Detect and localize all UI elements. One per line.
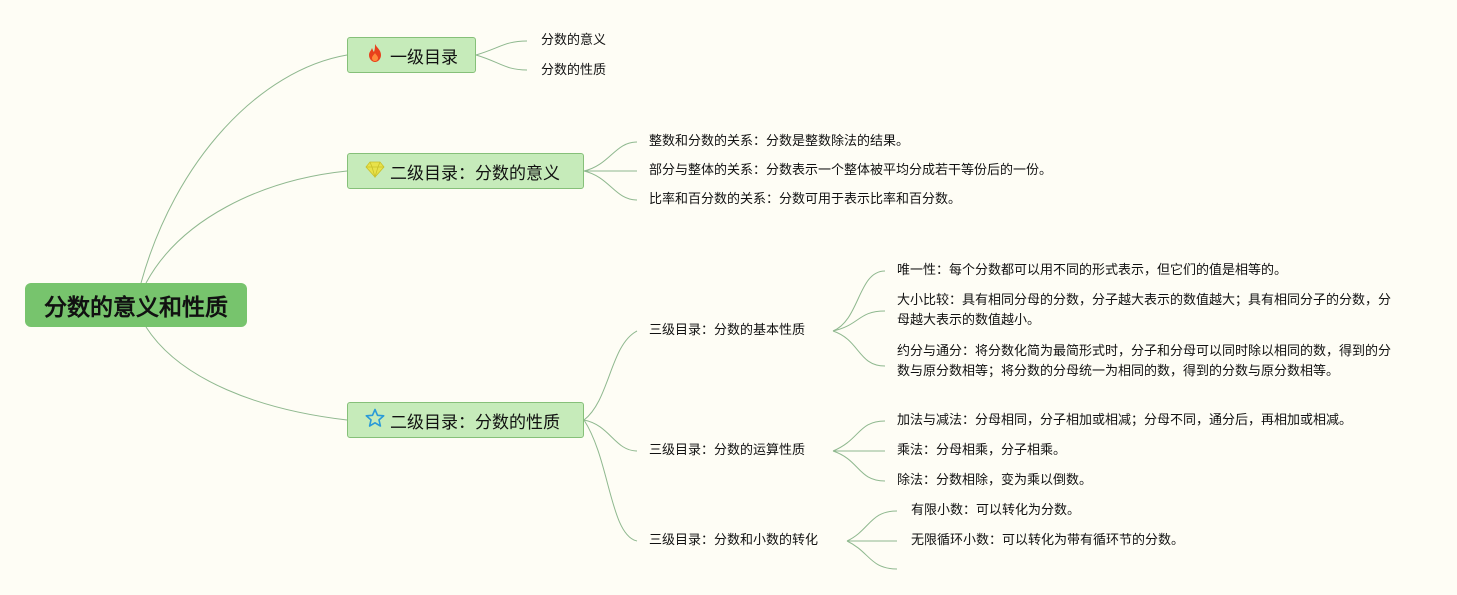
link-b1-leaf2 [475, 54, 528, 71]
fire-icon [364, 43, 386, 68]
leaf-integer-fraction[interactable]: 整数和分数的关系：分数是整数除法的结果。 [649, 134, 910, 149]
link-b1-leaf1 [475, 40, 528, 56]
branch-topic-level1[interactable]: 一级目录 [347, 37, 476, 73]
link-s1-leaf1 [832, 270, 886, 332]
branch-topic-level1-label: 一级目录 [390, 47, 458, 68]
star-icon [364, 408, 386, 433]
link-s3-leaf3 [846, 540, 898, 570]
leaf-meaning[interactable]: 分数的意义 [541, 33, 607, 48]
link-s1-leaf2 [832, 310, 886, 332]
link-s3-leaf1 [846, 510, 898, 542]
root-topic[interactable]: 分数的意义和性质 [25, 283, 247, 327]
leaf-addition-subtraction[interactable]: 加法与减法：分母相同，分子相加或相减；分母不同，通分后，再相加或相减。 [897, 413, 1353, 428]
link-b3-sub2 [583, 419, 638, 452]
link-root-branch1 [140, 54, 348, 284]
link-s2-leaf1 [832, 420, 886, 452]
link-b2-leaf3 [583, 170, 638, 201]
link-b3-sub3 [583, 419, 638, 542]
subtopic-operation-properties[interactable]: 三级目录：分数的运算性质 [649, 443, 806, 458]
leaf-repeating-decimal[interactable]: 无限循环小数：可以转化为带有循环节的分数。 [911, 533, 1185, 548]
leaf-ratio-percent[interactable]: 比率和百分数的关系：分数可用于表示比率和百分数。 [649, 192, 962, 207]
leaf-division[interactable]: 除法：分数相除，变为乘以倒数。 [897, 473, 1093, 488]
subtopic-basic-properties[interactable]: 三级目录：分数的基本性质 [649, 323, 806, 338]
subtopic-fraction-decimal[interactable]: 三级目录：分数和小数的转化 [649, 533, 819, 548]
link-s2-leaf3 [832, 450, 886, 482]
gem-icon [364, 160, 386, 183]
link-b3-sub1 [583, 330, 638, 421]
link-root-branch2 [145, 170, 348, 284]
branch-topic-properties-label: 二级目录：分数的性质 [390, 412, 560, 433]
leaf-multiplication[interactable]: 乘法：分母相乘，分子相乘。 [897, 443, 1067, 458]
root-topic-label: 分数的意义和性质 [44, 295, 228, 321]
leaf-properties[interactable]: 分数的性质 [541, 63, 607, 78]
leaf-size-comparison[interactable]: 大小比较：具有相同分母的分数，分子越大表示的数值越大；具有相同分子的分数，分母越… [897, 293, 1392, 328]
branch-topic-meaning-label: 二级目录：分数的意义 [390, 163, 560, 184]
leaf-part-whole[interactable]: 部分与整体的关系：分数表示一个整体被平均分成若干等份后的一份。 [649, 163, 1053, 178]
link-root-branch3 [145, 326, 348, 421]
branch-topic-meaning[interactable]: 二级目录：分数的意义 [347, 153, 584, 189]
leaf-reduction-common-denominator[interactable]: 约分与通分：将分数化简为最简形式时，分子和分母可以同时除以相同的数，得到的分数与… [897, 344, 1392, 379]
link-s1-leaf3 [832, 330, 886, 367]
leaf-uniqueness[interactable]: 唯一性：每个分数都可以用不同的形式表示，但它们的值是相等的。 [897, 263, 1288, 278]
leaf-finite-decimal[interactable]: 有限小数：可以转化为分数。 [911, 503, 1081, 518]
link-b2-leaf1 [583, 141, 638, 172]
branch-topic-properties[interactable]: 二级目录：分数的性质 [347, 402, 584, 438]
